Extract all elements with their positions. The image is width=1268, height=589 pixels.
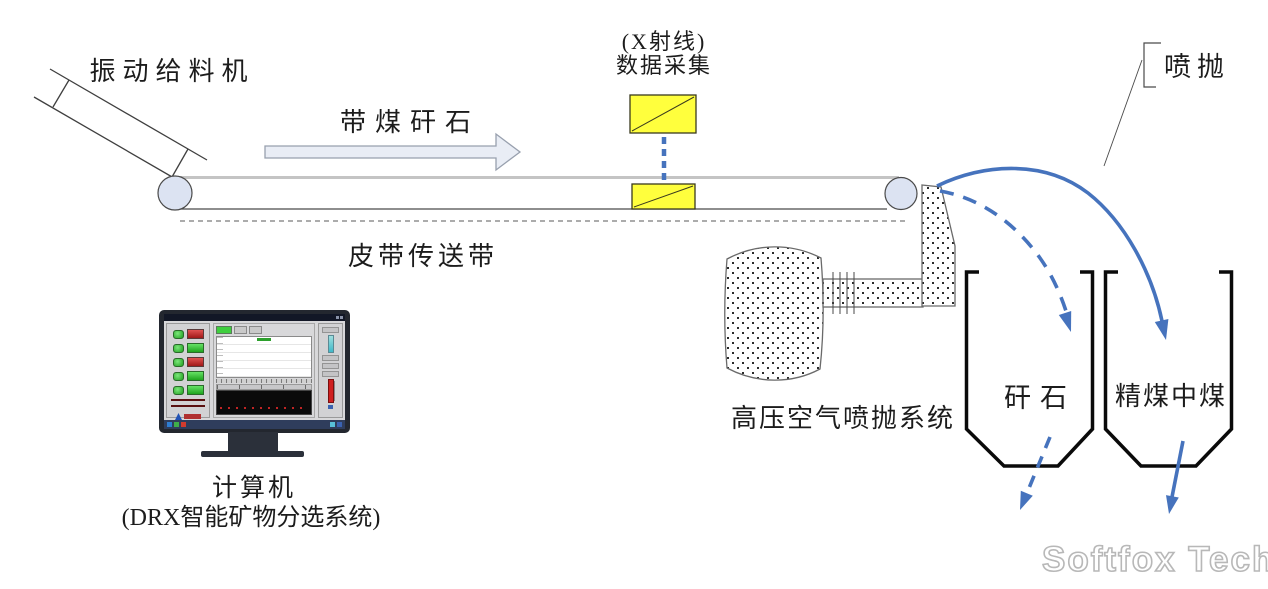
window-button-icon xyxy=(336,316,339,319)
vertical-slider-icon xyxy=(327,335,334,353)
air-pipe-icon xyxy=(822,278,924,308)
monitor-base xyxy=(201,451,304,457)
tab xyxy=(249,326,262,334)
status-led-icon xyxy=(172,385,184,395)
app-control-panel xyxy=(166,323,210,420)
status-led-icon xyxy=(172,371,184,381)
bins-icon xyxy=(964,270,1234,468)
tray-icon xyxy=(330,422,335,427)
status-led-icon xyxy=(172,329,184,339)
setting-field xyxy=(322,371,339,377)
computer-sublabel: (DRX智能矿物分选系统) xyxy=(121,505,381,531)
gangue-bin-label: 矸石 xyxy=(1004,383,1076,413)
computer-monitor-icon xyxy=(159,310,350,433)
app-settings-panel xyxy=(318,323,343,418)
control-button xyxy=(186,357,204,367)
app-tabs xyxy=(216,326,312,334)
air-system-icon xyxy=(724,184,956,381)
control-button xyxy=(186,329,204,339)
material-flow-arrow xyxy=(264,132,522,172)
xray-label: (X射线) 数据采集 xyxy=(616,30,712,78)
xray-label-line2: 数据采集 xyxy=(615,53,713,78)
status-led-icon xyxy=(172,343,184,353)
status-led-icon xyxy=(172,357,184,367)
spectrum-chart xyxy=(216,336,312,378)
window-button-icon xyxy=(340,316,343,319)
air-system-label: 高压空气喷抛系统 xyxy=(730,404,956,433)
red-gauge-icon xyxy=(327,379,334,403)
feeder-label: 振动给料机 xyxy=(89,57,255,86)
control-button xyxy=(186,343,204,353)
app-chart-panel xyxy=(213,323,315,418)
chart-y-axis xyxy=(217,337,223,377)
monitor-stand xyxy=(228,432,278,453)
indicator-icon xyxy=(328,405,333,409)
xray-label-line1: (X射线) xyxy=(621,29,707,54)
spray-label: 喷抛 xyxy=(1164,52,1230,82)
taskbar-icon xyxy=(167,422,172,427)
spray-nozzle-icon xyxy=(921,184,956,307)
vibrating-feeder-icon xyxy=(33,68,208,186)
chart-x-axis xyxy=(216,379,312,383)
monitor-screen xyxy=(164,314,345,429)
waveform-display xyxy=(216,390,312,415)
tray-icon xyxy=(337,422,342,427)
control-button xyxy=(186,371,204,381)
air-tank-icon xyxy=(724,246,824,381)
setting-field xyxy=(322,327,339,333)
waveform-header xyxy=(216,384,312,390)
belt-label: 皮带传送带 xyxy=(347,242,499,271)
chart-title-marker xyxy=(257,338,271,341)
gangue-bin-icon xyxy=(964,270,1095,468)
coal-bin-icon xyxy=(1103,270,1234,468)
belt-conveyor-icon xyxy=(157,175,918,222)
setting-field xyxy=(322,355,339,361)
taskbar-icon xyxy=(174,422,179,427)
setting-field xyxy=(322,363,339,369)
spray-callout-bracket xyxy=(1103,42,1161,167)
coal-bin-label: 精煤中煤 xyxy=(1114,382,1228,411)
wide-control-button xyxy=(171,405,205,407)
taskbar-icon xyxy=(181,422,186,427)
app-titlebar xyxy=(164,314,345,321)
os-taskbar xyxy=(164,420,345,429)
software-logo-icon xyxy=(175,413,201,420)
tab-active xyxy=(216,326,232,334)
app-body xyxy=(164,321,345,420)
control-button xyxy=(186,385,204,395)
computer-label: 计算机 xyxy=(211,475,297,502)
ejection-trajectories xyxy=(936,166,1185,514)
material-label: 带煤矸石 xyxy=(339,108,481,137)
xray-sensor-icon xyxy=(629,94,697,210)
wide-control-button xyxy=(171,399,205,401)
tab xyxy=(234,326,247,334)
watermark: Softfox Tech xyxy=(1041,539,1268,580)
